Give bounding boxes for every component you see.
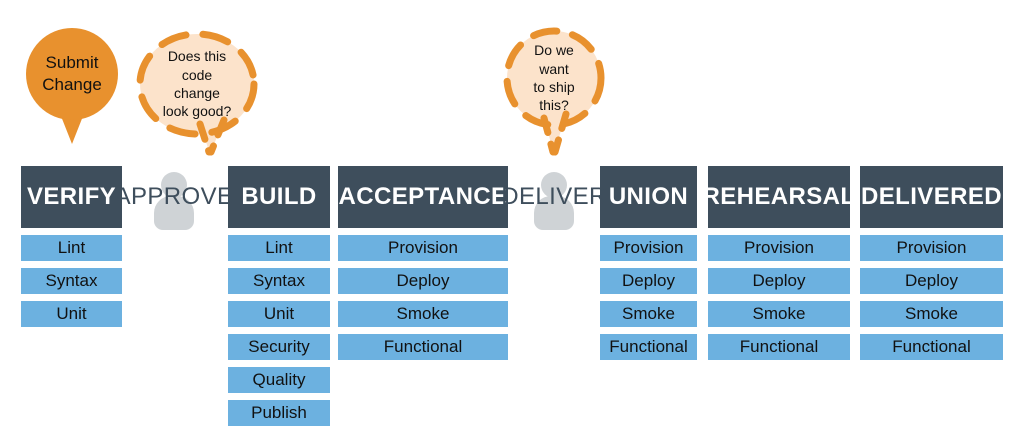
- stage-build-header[interactable]: BUILD: [228, 166, 330, 228]
- task-item[interactable]: Provision: [600, 235, 697, 261]
- stage-verify-label: VERIFY: [26, 183, 117, 210]
- thought-bubble-icon: [503, 27, 605, 156]
- stage-union[interactable]: UNION Provision Deploy Smoke Functional: [600, 166, 697, 360]
- task-item[interactable]: Provision: [338, 235, 508, 261]
- task-item[interactable]: Smoke: [708, 301, 850, 327]
- stage-union-label: UNION: [608, 183, 689, 210]
- stage-delivered-label: DELIVERED: [861, 183, 1002, 210]
- task-item[interactable]: Unit: [21, 301, 122, 327]
- task-item[interactable]: Provision: [860, 235, 1003, 261]
- stage-verify-header[interactable]: VERIFY: [21, 166, 122, 228]
- task-item[interactable]: Lint: [21, 235, 122, 261]
- stage-acceptance[interactable]: ACCEPTANCE Provision Deploy Smoke Functi…: [338, 166, 508, 360]
- submit-balloon-line-2: Change: [42, 75, 102, 94]
- task-item[interactable]: Deploy: [708, 268, 850, 294]
- task-item[interactable]: Syntax: [228, 268, 330, 294]
- task-item[interactable]: Functional: [600, 334, 697, 360]
- stage-acceptance-label: ACCEPTANCE: [338, 183, 508, 210]
- callout-deliver-text: Do we want to ship this?: [533, 42, 575, 114]
- task-item[interactable]: Unit: [228, 301, 330, 327]
- stage-rehearsal-tasks: Provision Deploy Smoke Functional: [708, 235, 850, 360]
- task-item[interactable]: Security: [228, 334, 330, 360]
- callout-approve-question[interactable]: Does this code change look good?: [136, 28, 258, 158]
- stage-build-label: BUILD: [241, 183, 317, 210]
- task-item[interactable]: Lint: [228, 235, 330, 261]
- task-item[interactable]: Deploy: [338, 268, 508, 294]
- stage-rehearsal-header[interactable]: REHEARSAL: [703, 166, 855, 228]
- task-item[interactable]: Deploy: [600, 268, 697, 294]
- stage-verify[interactable]: VERIFY Lint Syntax Unit: [21, 166, 122, 327]
- stage-approve-label: APPROVE: [114, 183, 234, 210]
- task-item[interactable]: Publish: [228, 400, 330, 426]
- callout-deliver-question[interactable]: Do we want to ship this?: [503, 26, 605, 160]
- stage-verify-tasks: Lint Syntax Unit: [21, 235, 122, 327]
- callout-approve-text: Does this code change look good?: [162, 48, 232, 120]
- task-item[interactable]: Quality: [228, 367, 330, 393]
- stage-delivered[interactable]: DELIVERED Provision Deploy Smoke Functio…: [860, 166, 1003, 360]
- stage-acceptance-tasks: Provision Deploy Smoke Functional: [338, 235, 508, 360]
- stage-union-header[interactable]: UNION: [600, 166, 697, 228]
- submit-balloon-line-1: Submit: [45, 53, 99, 73]
- task-item[interactable]: Functional: [338, 334, 508, 360]
- stage-acceptance-header[interactable]: ACCEPTANCE: [338, 166, 508, 228]
- submit-change-balloon[interactable]: Submit Change: [26, 28, 118, 144]
- stage-delivered-tasks: Provision Deploy Smoke Functional: [860, 235, 1003, 360]
- stage-rehearsal-label: REHEARSAL: [702, 183, 856, 210]
- stage-deliver-header[interactable]: DELIVER: [501, 166, 606, 228]
- stage-deliver[interactable]: DELIVER: [501, 166, 606, 230]
- submit-balloon-icon: Submit Change: [26, 28, 118, 120]
- task-item[interactable]: Provision: [708, 235, 850, 261]
- stage-approve[interactable]: APPROVE: [115, 166, 233, 230]
- task-item[interactable]: Smoke: [600, 301, 697, 327]
- stage-build-tasks: Lint Syntax Unit Security Quality Publis…: [228, 235, 330, 426]
- task-item[interactable]: Smoke: [338, 301, 508, 327]
- task-item[interactable]: Functional: [860, 334, 1003, 360]
- thought-bubble-icon: [136, 30, 258, 156]
- stage-rehearsal[interactable]: REHEARSAL Provision Deploy Smoke Functio…: [703, 166, 855, 360]
- stage-union-tasks: Provision Deploy Smoke Functional: [600, 235, 697, 360]
- stage-delivered-header[interactable]: DELIVERED: [860, 166, 1003, 228]
- stage-approve-header[interactable]: APPROVE: [115, 166, 233, 228]
- task-item[interactable]: Functional: [708, 334, 850, 360]
- stage-build[interactable]: BUILD Lint Syntax Unit Security Quality …: [228, 166, 330, 426]
- task-item[interactable]: Syntax: [21, 268, 122, 294]
- task-item[interactable]: Deploy: [860, 268, 1003, 294]
- stage-deliver-label: DELIVER: [501, 183, 607, 210]
- task-item[interactable]: Smoke: [860, 301, 1003, 327]
